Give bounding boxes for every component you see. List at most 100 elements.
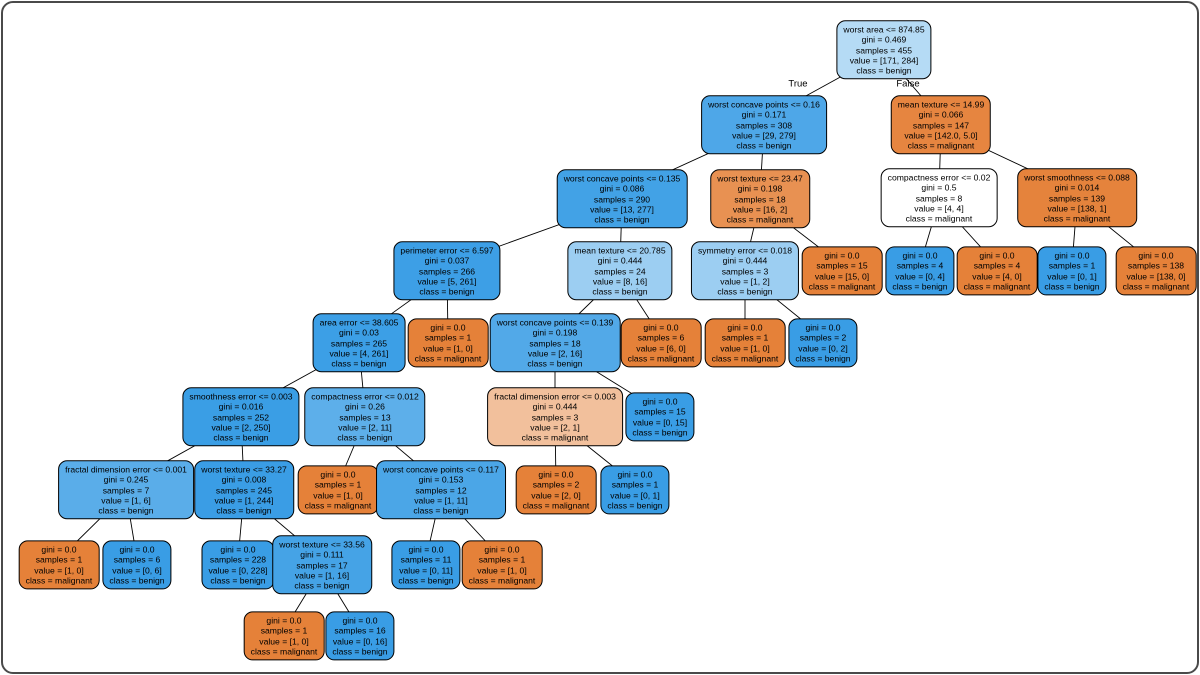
node-text-line: value = [2, 11] — [338, 422, 392, 433]
node-text-line: value = [1, 6] — [101, 495, 151, 506]
node-text-line: value = [1, 0] — [259, 636, 309, 646]
node-text-line: samples = 1 — [260, 625, 308, 636]
node-text-line: worst concave points <= 0.139 — [496, 317, 614, 328]
node-text-line: gini = 0.469 — [861, 34, 907, 45]
node-text-line: value = [5, 261] — [417, 276, 477, 287]
node-text-line: samples = 252 — [212, 411, 270, 422]
node-text-line: gini = 0.0 — [1138, 250, 1174, 261]
node-text-line: samples = 138 — [1127, 260, 1185, 271]
node-text-line: class = benign — [892, 281, 948, 292]
node-text-line: gini = 0.0 — [408, 544, 444, 555]
node-text-line: gini = 0.0 — [266, 615, 302, 626]
node-text-line: gini = 0.0 — [484, 544, 520, 555]
node-text-line: class = benign — [337, 432, 393, 443]
node-text-line: samples = 16 — [334, 625, 386, 636]
node-text-line: gini = 0.0 — [342, 615, 378, 626]
node-text-line: gini = 0.016 — [218, 401, 264, 412]
node-text-line: class = malignant — [521, 432, 589, 443]
node-text-line: class = benign — [98, 505, 154, 516]
node-text-line: samples = 12 — [415, 484, 467, 495]
node-text-line: class = benign — [216, 505, 272, 516]
node-text-line: value = [8, 16] — [592, 276, 648, 287]
node-text-line: class = malignant — [627, 353, 695, 364]
node-text-line: samples = 290 — [593, 193, 651, 204]
node-text-line: samples = 18 — [529, 337, 581, 348]
node-text-line: class = benign — [210, 575, 266, 586]
node-text-line: samples = 11 — [400, 554, 452, 565]
node-text-line: gini = 0.5 — [921, 182, 957, 193]
node-text-line: gini = 0.0 — [824, 250, 860, 261]
node-text-line: gini = 0.0 — [220, 544, 256, 555]
node-text-line: samples = 228 — [209, 554, 267, 565]
node-text-line: gini = 0.111 — [300, 549, 344, 560]
node-text-line: area error <= 38.605 — [319, 317, 399, 328]
node-text-line: value = [15, 0] — [814, 271, 870, 281]
node-text-line: gini = 0.0 — [979, 250, 1015, 261]
node-text-line: value = [1, 0] — [313, 490, 363, 500]
node-text-line: worst concave points <= 0.135 — [563, 173, 681, 184]
node-text-line: samples = 15 — [816, 260, 868, 271]
node-text-line: class = benign — [736, 140, 792, 151]
node-text-line: gini = 0.0 — [643, 322, 679, 333]
node-text-line: samples = 2 — [532, 479, 580, 490]
node-text-line: class = malignant — [905, 213, 973, 224]
node-text-line: class = malignant — [726, 214, 794, 225]
node-text-line: gini = 0.26 — [345, 401, 385, 412]
node-text-line: worst texture <= 23.47 — [717, 173, 803, 184]
node-text-line: samples = 2 — [799, 332, 847, 343]
node-text-line: gini = 0.0 — [1054, 250, 1090, 261]
node-text-line: gini = 0.0 — [902, 250, 938, 261]
node-text-line: gini = 0.0 — [41, 544, 77, 555]
node-text-line: class = benign — [398, 575, 454, 586]
node-text-line: gini = 0.0 — [727, 322, 763, 333]
node-text-line: smoothness error <= 0.003 — [189, 391, 293, 402]
node-text-line: mean texture <= 20.785 — [574, 245, 666, 256]
node-text-line: samples = 13 — [339, 411, 391, 422]
node-text-line: value = [0, 6] — [112, 565, 162, 575]
node-text-line: class = malignant — [25, 575, 93, 586]
node-text-line: gini = 0.0 — [805, 322, 841, 333]
node-text-line: value = [1, 0] — [423, 343, 473, 353]
node-text-line: class = benign — [1044, 281, 1100, 292]
node-text-line: value = [4, 0] — [972, 271, 1022, 281]
node-text-line: value = [142.0, 5.0] — [904, 130, 978, 141]
node-text-line: gini = 0.066 — [918, 109, 964, 120]
node-text-line: class = malignant — [304, 500, 372, 511]
node-text-line: class = benign — [594, 214, 650, 225]
node-text-line: value = [2, 16] — [527, 348, 583, 359]
node-text-line: samples = 1 — [424, 332, 472, 343]
node-text-line: samples = 1 — [721, 332, 769, 343]
node-text-line: samples = 3 — [531, 411, 579, 422]
node-text-line: value = [6, 0] — [636, 343, 686, 353]
node-text-line: value = [0, 2] — [798, 343, 848, 353]
node-text-line: gini = 0.0 — [642, 396, 678, 407]
node-text-line: worst concave points <= 0.117 — [383, 464, 499, 475]
node-text-line: mean texture <= 14.99 — [897, 99, 985, 110]
node-text-line: gini = 0.03 — [339, 327, 379, 338]
node-text-line: gini = 0.153 — [418, 474, 464, 485]
node-text-line: gini = 0.444 — [532, 401, 578, 412]
